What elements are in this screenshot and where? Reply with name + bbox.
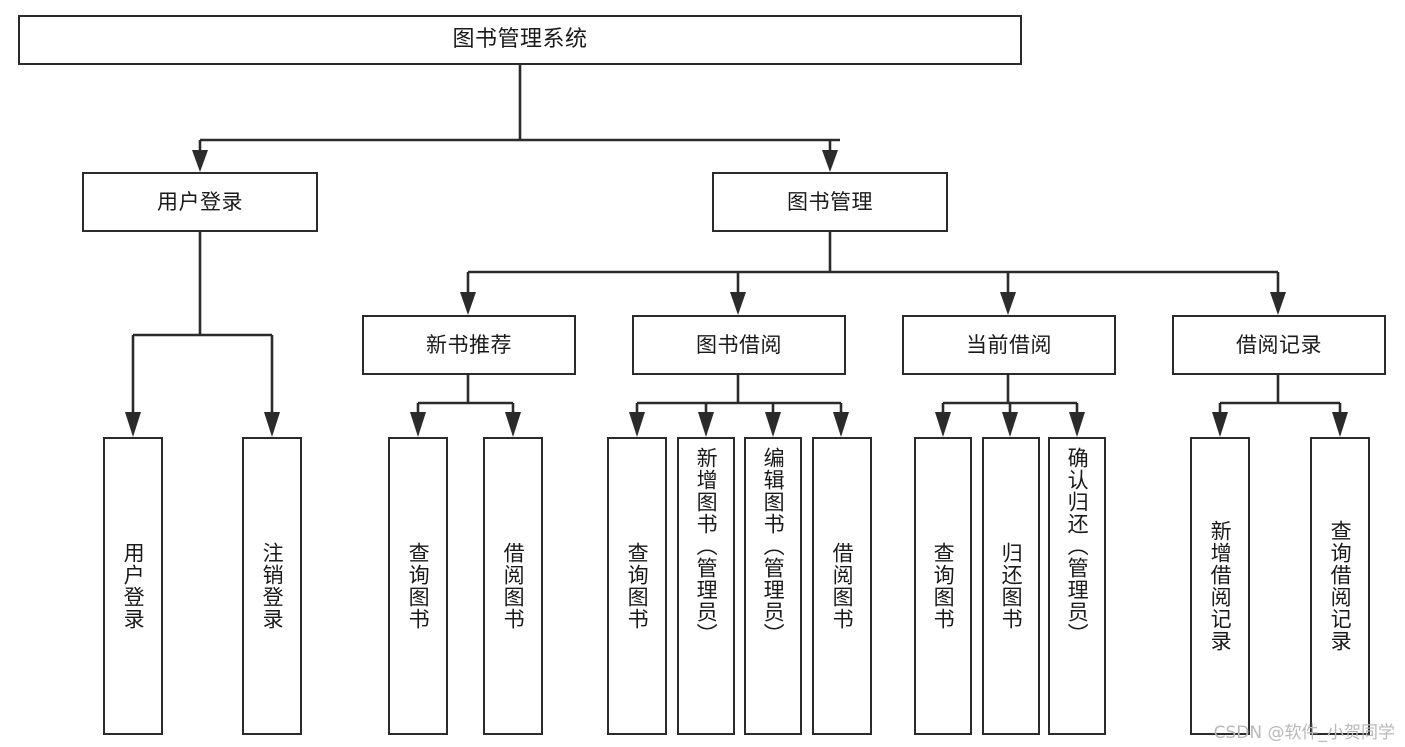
node-leaf-query-book-1-label: 查询图书 [406,542,431,630]
arrow-leaf-add-record [1212,412,1228,437]
node-leaf-user-logout-label: 注销登录 [260,542,285,630]
arrow-user-login [192,150,208,172]
node-leaf-borrow-book-2-label: 借阅图书 [830,542,855,630]
node-leaf-query-book-1[interactable]: 查询图书 [388,437,448,735]
node-user-login[interactable]: 用户登录 [82,172,318,232]
node-leaf-add-record[interactable]: 新增借阅记录 [1190,437,1250,735]
arrow-current-borrow [1000,292,1016,315]
node-borrow-record-label: 借阅记录 [1236,332,1322,357]
arrow-leaf-edit-book [765,412,781,437]
node-current-borrow[interactable]: 当前借阅 [902,315,1116,375]
arrow-leaf-query-record [1332,412,1348,437]
arrow-leaf-user-login [125,412,141,437]
arrow-leaf-query-book-1 [410,412,426,437]
node-leaf-add-record-label: 新增借阅记录 [1208,520,1233,652]
node-leaf-borrow-book-2[interactable]: 借阅图书 [812,437,872,735]
node-leaf-borrow-book-1[interactable]: 借阅图书 [483,437,543,735]
node-leaf-query-book-3[interactable]: 查询图书 [914,437,972,735]
node-book-borrow-label: 图书借阅 [696,332,782,357]
arrow-leaf-return-book [1002,412,1018,437]
node-leaf-user-logout[interactable]: 注销登录 [242,437,302,735]
node-leaf-add-book-label: 新增图书（管理员） [694,447,719,645]
arrow-book-borrow [730,292,746,315]
node-leaf-query-record[interactable]: 查询借阅记录 [1310,437,1370,735]
node-book-manage-label: 图书管理 [787,189,873,214]
node-leaf-user-login[interactable]: 用户登录 [103,437,163,735]
node-root-label: 图书管理系统 [452,27,588,53]
arrow-book-manage [822,150,838,172]
node-leaf-query-book-2[interactable]: 查询图书 [607,437,667,735]
node-leaf-borrow-book-1-label: 借阅图书 [501,542,526,630]
node-leaf-edit-book-label: 编辑图书（管理员） [761,447,786,645]
arrow-leaf-query-book-2 [629,412,645,437]
node-leaf-query-book-3-label: 查询图书 [931,542,956,630]
arrow-new-book-rec [460,292,476,315]
node-leaf-query-book-2-label: 查询图书 [625,542,650,630]
node-leaf-confirm-return-label: 确认归还（管理员） [1065,447,1090,645]
arrow-leaf-borrow-book-1 [505,412,521,437]
arrow-borrow-record [1270,292,1286,315]
arrow-leaf-confirm-return [1069,412,1085,437]
node-root[interactable]: 图书管理系统 [18,15,1022,65]
node-new-book-rec[interactable]: 新书推荐 [362,315,576,375]
arrow-leaf-query-book-3 [935,412,951,437]
watermark: CSDN @软件_小贺同学 [1213,723,1395,743]
node-leaf-edit-book[interactable]: 编辑图书（管理员） [744,437,802,735]
node-leaf-query-record-label: 查询借阅记录 [1328,520,1353,652]
arrow-leaf-user-logout [264,412,280,437]
node-book-borrow[interactable]: 图书借阅 [632,315,846,375]
node-leaf-add-book[interactable]: 新增图书（管理员） [677,437,735,735]
node-book-manage[interactable]: 图书管理 [712,172,948,232]
arrow-leaf-add-book [698,412,714,437]
node-user-login-label: 用户登录 [157,189,243,214]
node-leaf-return-book[interactable]: 归还图书 [982,437,1040,735]
node-borrow-record[interactable]: 借阅记录 [1172,315,1386,375]
node-new-book-rec-label: 新书推荐 [426,332,512,357]
node-current-borrow-label: 当前借阅 [966,332,1052,357]
arrow-leaf-borrow-book-2 [833,412,849,437]
node-leaf-return-book-label: 归还图书 [999,542,1024,630]
node-leaf-confirm-return[interactable]: 确认归还（管理员） [1048,437,1106,735]
node-leaf-user-login-label: 用户登录 [121,542,146,630]
